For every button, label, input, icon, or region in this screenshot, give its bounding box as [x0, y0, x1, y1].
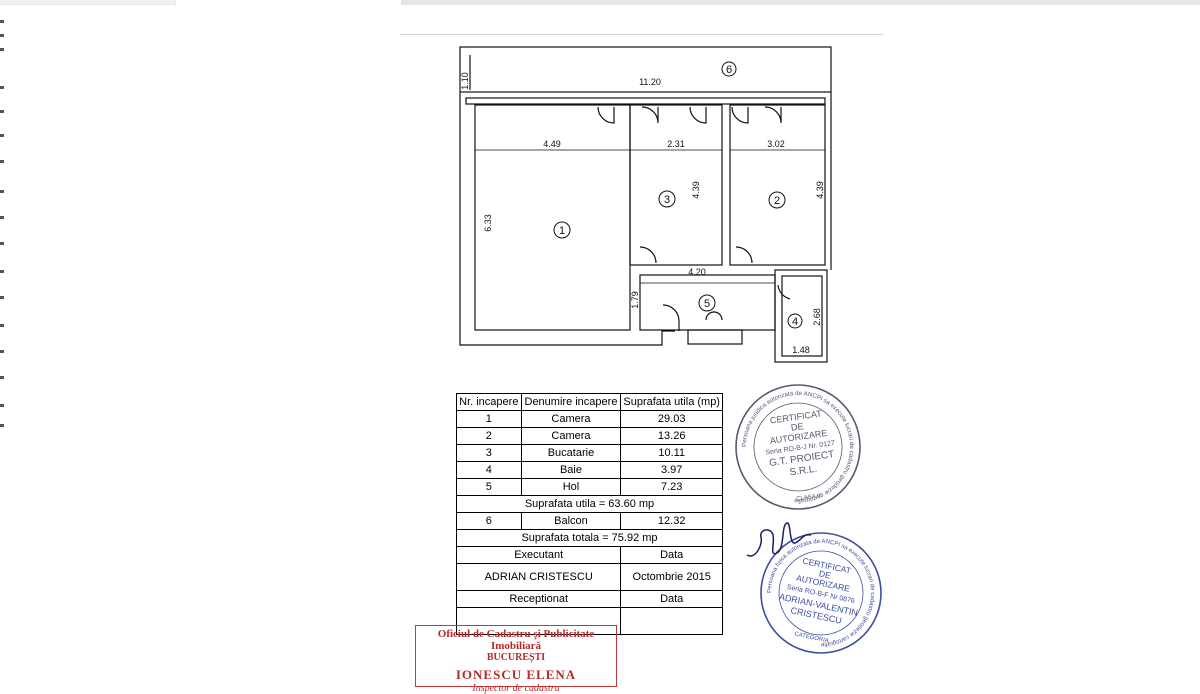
receptionat-header-row: Receptionat Data: [455, 590, 723, 608]
header-room-number: Nr. incapere: [456, 393, 522, 411]
dim-room3-width: 2.31: [667, 139, 685, 149]
header-room-name: Denumire incapere: [520, 393, 622, 411]
dim-balcony-depth: 1.10: [460, 72, 470, 90]
grand-total: Suprafata totala = 75.92 mp: [456, 529, 723, 547]
dim-hall-width: 4.20: [688, 267, 706, 277]
table-header-row: Nr. incapere Denumire incapere Suprafata…: [456, 393, 723, 411]
room-number-3: 3: [664, 194, 670, 206]
cell-room-area: 10.11: [620, 444, 723, 462]
ocpi-office-name: Oficiul de Cadastru și Publicitate Imobi…: [437, 628, 595, 652]
room-number-2: 2: [774, 195, 780, 207]
cell-room-area: 29.03: [620, 410, 723, 428]
floor-plan-document: 1.10 11.20 4.49 6.33 2.31 4.39 3.02 4.39…: [400, 34, 883, 694]
cell-room-area: 12.32: [620, 512, 723, 530]
executant-date-label: Data: [620, 546, 723, 564]
dim-bath-depth: 2.68: [812, 308, 822, 326]
cell-room-name: Baie: [520, 461, 622, 479]
cell-room-name: Camera: [520, 427, 622, 445]
dim-room2-width: 3.02: [767, 139, 785, 149]
cell-room-name: Hol: [520, 478, 622, 496]
room-number-6: 6: [726, 64, 732, 76]
room-number-5: 5: [704, 298, 710, 310]
table-row: 5 Hol 7.23: [456, 478, 723, 496]
plan-dimensions: 1.10 11.20 4.49 6.33 2.31 4.39 3.02 4.39…: [460, 72, 825, 355]
balcony-row: 6 Balcon 12.32: [456, 512, 723, 530]
left-sidebar-fragment: [0, 12, 6, 432]
cell-room-name: Camera: [520, 410, 622, 428]
cell-room-name: Balcon: [520, 512, 622, 530]
person-authorization-stamp: Persoana fizica autorizata de ANCPI sa e…: [760, 532, 882, 654]
stamp-person-line2: DE: [818, 568, 832, 580]
receptionat-date-cell: [620, 607, 723, 635]
cell-room-number: 6: [456, 512, 522, 530]
top-bar-left-segment: [0, 0, 175, 4]
stamp-person-line7: CATEGORIA: [794, 631, 829, 644]
cell-room-area: 13.26: [620, 427, 723, 445]
useful-total: Suprafata utila = 63.60 mp: [456, 495, 723, 513]
cell-room-number: 4: [456, 461, 522, 479]
ocpi-inspector-name: IONESCU ELENA: [455, 667, 577, 682]
executant-row: ADRIAN CRISTESCU Octombrie 2015: [455, 563, 723, 591]
executant-date: Octombrie 2015: [620, 563, 723, 591]
useful-total-row: Suprafata utila = 63.60 mp: [456, 495, 723, 513]
cell-room-number: 2: [456, 427, 522, 445]
dim-room2-depth: 4.39: [815, 181, 825, 199]
ocpi-inspector-title: Inspector de cadastru: [472, 683, 560, 694]
table-row: 1 Camera 29.03: [456, 410, 723, 428]
executant-name: ADRIAN CRISTESCU: [455, 563, 622, 591]
cell-room-number: 3: [456, 444, 522, 462]
executant-label: Executant: [455, 546, 622, 564]
cell-room-area: 3.97: [620, 461, 723, 479]
top-bar: [0, 0, 1200, 5]
room-number-4: 4: [792, 316, 798, 328]
dim-room1-depth: 6.33: [483, 214, 493, 232]
header-useful-area: Suprafata utila (mp): [620, 393, 723, 411]
cell-room-area: 7.23: [620, 478, 723, 496]
dim-balcony-width: 11.20: [639, 77, 661, 87]
receptionat-date-label: Data: [620, 590, 723, 608]
table-row: 2 Camera 13.26: [456, 427, 723, 445]
executant-header-row: Executant Data: [455, 546, 723, 564]
dim-bath-width: 1.48: [792, 345, 810, 355]
receptionat-signature-cell: [455, 607, 622, 635]
dim-hall-depth: 1.79: [630, 291, 640, 309]
stamp-company-line6: S.R.L.: [789, 464, 818, 479]
table-row: 4 Baie 3.97: [456, 461, 723, 479]
dim-room1-width: 4.49: [543, 139, 561, 149]
rooms-table: Nr. incapere Denumire incapere Suprafata…: [455, 393, 723, 635]
room-number-1: 1: [559, 225, 565, 237]
signature-mark: [746, 522, 812, 557]
top-bar-tab[interactable]: [176, 0, 401, 5]
floor-plan-drawing: 1.10 11.20 4.49 6.33 2.31 4.39 3.02 4.39…: [459, 46, 832, 363]
receptionat-row: [455, 607, 723, 635]
table-row: 3 Bucatarie 10.11: [456, 444, 723, 462]
cell-room-name: Bucatarie: [520, 444, 622, 462]
ocpi-city: BUCUREȘTI: [486, 652, 546, 663]
cell-room-number: 5: [456, 478, 522, 496]
cell-room-number: 1: [456, 410, 522, 428]
cadastre-office-stamp: Oficiul de Cadastru și Publicitate Imobi…: [415, 625, 617, 694]
dim-room3-depth: 4.39: [691, 181, 701, 199]
grand-total-row: Suprafata totala = 75.92 mp: [456, 529, 723, 547]
stamp-company-line2: DE: [790, 421, 804, 433]
receptionat-label: Receptionat: [455, 590, 622, 608]
stamp-company-line7: CLASA III: [796, 493, 823, 503]
company-authorization-stamp: Persoana juridica autorizata de ANCPI sa…: [735, 384, 861, 510]
